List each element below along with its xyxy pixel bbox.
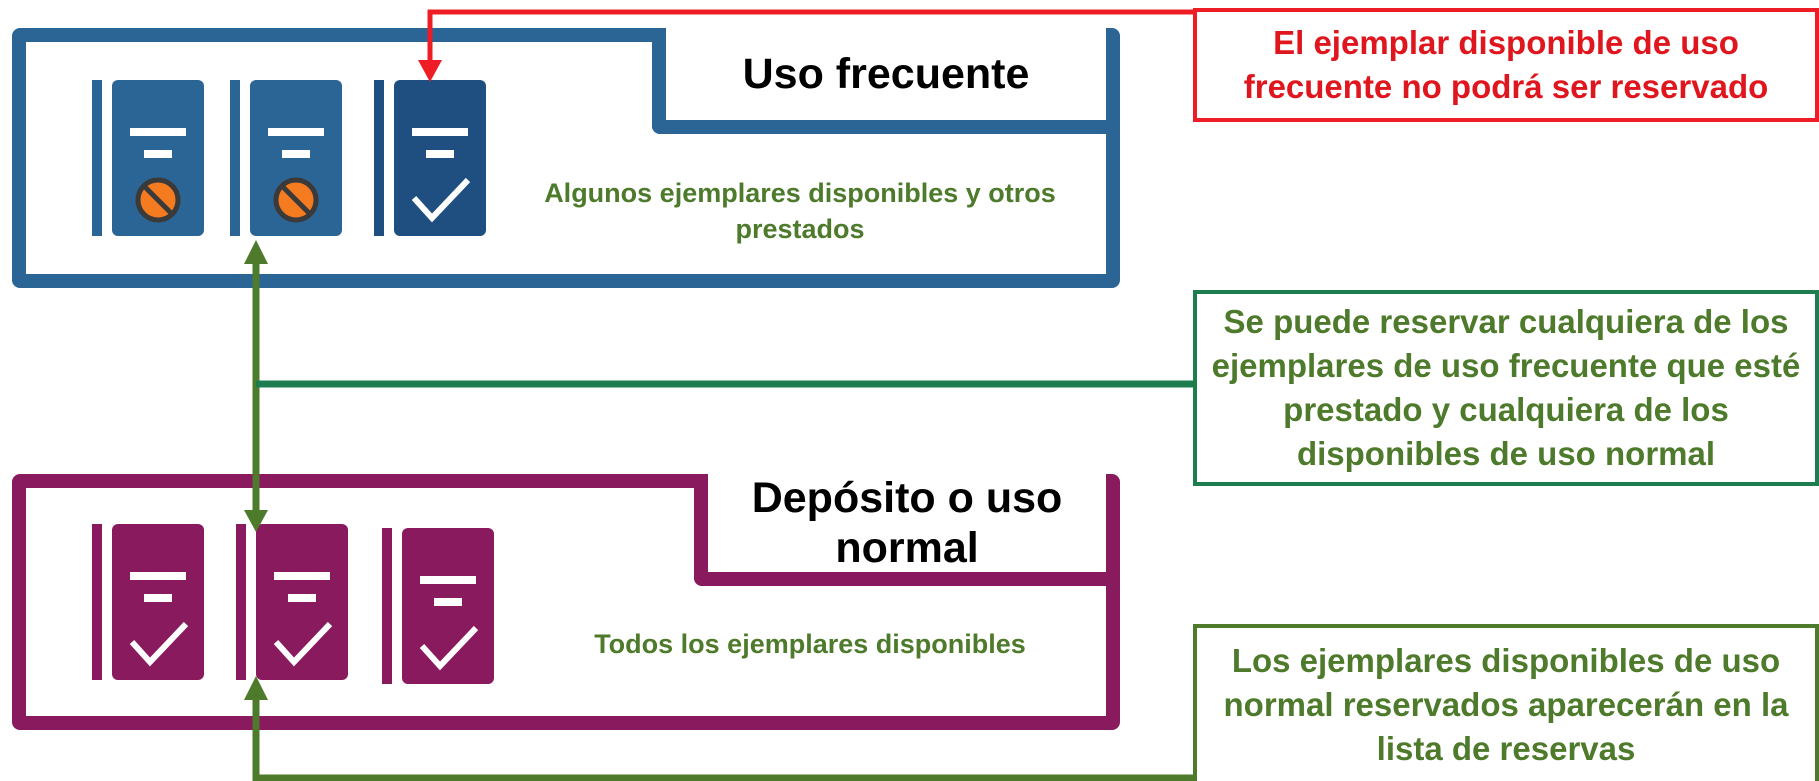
frequent-use-title: Uso frecuente — [652, 28, 1106, 134]
prohibited-icon — [273, 177, 319, 223]
normal-use-title: Depósito o uso normal — [694, 474, 1106, 586]
book-icon — [374, 80, 486, 236]
book-icon — [236, 524, 348, 680]
reserve-list-callout: Los ejemplares disponibles de uso normal… — [1193, 624, 1819, 781]
not-reservable-callout: El ejemplar disponible de uso frecuente … — [1193, 8, 1819, 122]
book-icon — [92, 80, 204, 236]
normal-use-caption: Todos los ejemplares disponibles — [594, 629, 1026, 659]
bottom-connector-arrow — [244, 676, 1193, 781]
book-icon — [382, 528, 494, 684]
check-icon — [419, 625, 479, 671]
check-icon — [273, 621, 333, 667]
check-icon — [129, 621, 189, 667]
check-icon — [411, 177, 471, 223]
book-icon — [230, 80, 342, 236]
red-connector-arrow — [418, 9, 1193, 82]
reservable-callout: Se puede reservar cualquiera de los ejem… — [1193, 290, 1819, 486]
frequent-use-caption: Algunos ejemplares disponibles y otros p… — [544, 178, 1056, 244]
book-icon — [92, 524, 204, 680]
prohibited-icon — [135, 177, 181, 223]
